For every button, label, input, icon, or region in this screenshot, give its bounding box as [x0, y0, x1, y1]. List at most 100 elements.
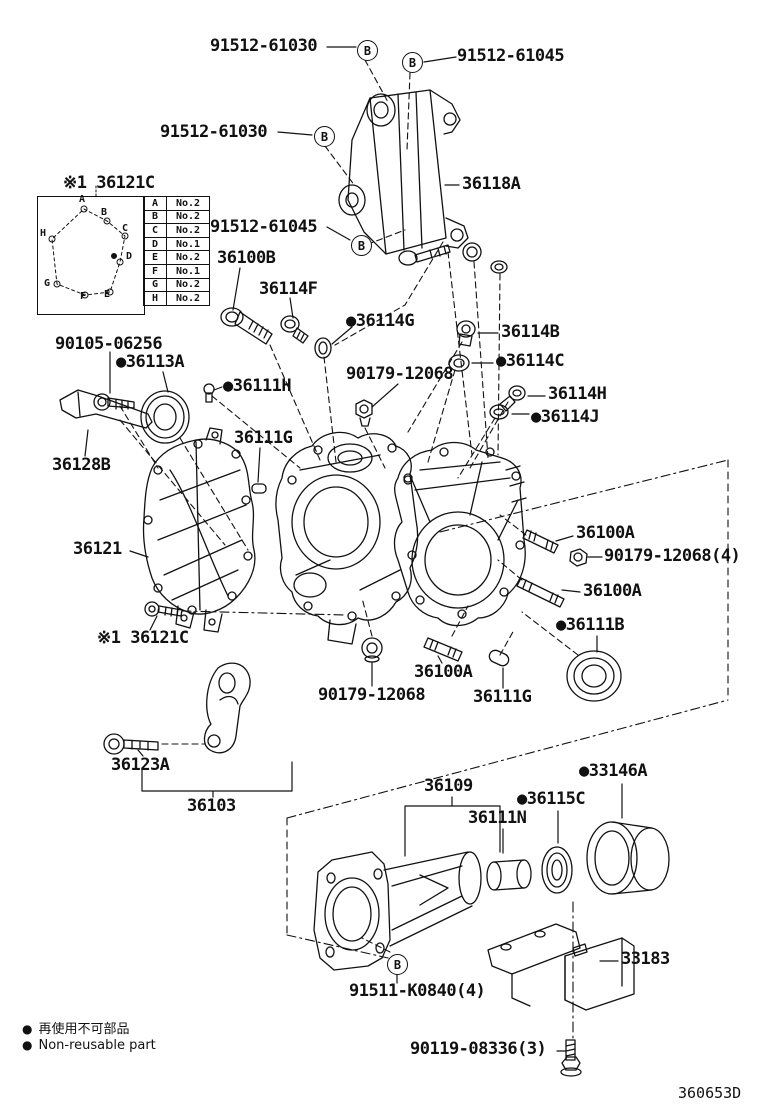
part-label-36111g: 36111G	[473, 687, 532, 707]
legend-pos: H	[143, 291, 167, 306]
part-36114j-washer-drawing	[489, 404, 509, 420]
part-36111g-pin-top-drawing	[251, 483, 267, 494]
legend-pos: F	[143, 263, 167, 279]
part-label-90119-08336-3: 90119-08336(3)	[410, 1039, 547, 1059]
footnote-jp-text: 再使用不可部品	[38, 1022, 130, 1037]
legend-value: No.2	[166, 223, 210, 238]
part-label-90179-12068: 90179-12068	[346, 364, 454, 384]
connector-b-symbol: B	[357, 40, 378, 61]
legend-value: No.2	[166, 209, 210, 225]
legend-pos: E	[143, 250, 167, 265]
connector-b-symbol: B	[402, 52, 423, 73]
part-36114c-washer-drawing	[448, 354, 470, 372]
legend-value: No.2	[166, 250, 210, 265]
bolt-map-point-a: A	[79, 194, 86, 205]
legend-value: No.1	[166, 236, 210, 252]
assembly-boundary-lines	[181, 459, 729, 1039]
part-36111n-sleeve-drawing	[486, 859, 532, 891]
part-label-36114f: 36114F	[259, 279, 318, 299]
part-label-36100a: 36100A	[583, 581, 642, 601]
part-33183-bracket-drawing	[487, 923, 635, 1011]
part-label-90179-12068-4: 90179-12068(4)	[604, 546, 741, 566]
part-label-36111n: 36111N	[468, 808, 527, 828]
part-36113a-seal-drawing	[140, 390, 190, 444]
bolt-map-title: ※1 36121C	[63, 173, 155, 193]
part-label-33146a: ●33146A	[579, 761, 648, 781]
part-label-36100b: 36100B	[217, 248, 276, 268]
legend-pos: G	[143, 277, 167, 293]
part-label-36121: 36121	[73, 539, 122, 559]
part-label-36100a: 36100A	[576, 523, 635, 543]
connector-b-symbol: B	[314, 126, 335, 147]
legend-pos: C	[143, 223, 167, 238]
connector-b-symbol: B	[387, 954, 408, 975]
part-label-36114c: ●36114C	[496, 351, 565, 371]
part-label-36115c: ●36115C	[517, 789, 586, 809]
bolt-map-point-e: E	[104, 289, 111, 300]
part-label-36114h: 36114H	[548, 384, 607, 404]
dashed-install-lines	[119, 59, 579, 953]
part-label-36128b: 36128B	[52, 455, 111, 475]
part-label-36100a: 36100A	[414, 662, 473, 682]
part-36111h-plug-drawing	[203, 383, 215, 403]
part-label-91512-61045: 91512-61045	[457, 46, 565, 66]
part-right-housing-drawing	[393, 441, 527, 627]
part-label-36118a: 36118A	[462, 174, 521, 194]
part-90179-sensor-top-drawing	[355, 399, 373, 427]
leader-lines	[84, 46, 623, 1052]
footnote-jp: ● 再使用不可部品	[22, 1018, 130, 1037]
part-label-90105-06256: 90105-06256	[55, 334, 163, 354]
bolt-map-point-g: G	[44, 278, 51, 289]
non-reusable-bullet-icon: ●	[22, 1038, 33, 1052]
part-label-36111h: ●36111H	[223, 376, 292, 396]
bolt-map-point-b: B	[101, 207, 108, 218]
bolt-map-point-h: H	[40, 228, 47, 239]
legend-pos: D	[143, 236, 167, 252]
part-36118a-bracket-drawing	[338, 89, 469, 255]
figure-code: 360653D	[678, 1084, 742, 1102]
part-90119-bolt-drawing	[560, 1039, 582, 1077]
part-label-36111b: ●36111B	[556, 615, 625, 635]
part-center-housing-drawing	[275, 431, 419, 645]
part-label-91512-61030: 91512-61030	[160, 122, 268, 142]
part-36114g-washer-drawing	[314, 337, 332, 359]
bolt-map-point-f: F	[80, 291, 87, 302]
legend-pos: A	[143, 196, 167, 211]
part-36121-cover-drawing	[142, 427, 256, 633]
part-36100b-bolt-drawing	[220, 307, 273, 345]
part-label-36114j: ●36114J	[531, 407, 600, 427]
footnote-en-text: Non-reusable part	[38, 1038, 156, 1053]
part-36111g-pin-bottom-drawing	[488, 649, 510, 667]
bolt-map-point-c: C	[122, 223, 129, 234]
connector-b-symbol: B	[351, 235, 372, 256]
legend-value: No.2	[166, 277, 210, 293]
part-label-36123a: 36123A	[111, 755, 170, 775]
part-36100a-stud2-drawing	[516, 577, 565, 608]
part-label-36121c: ※1 36121C	[97, 628, 189, 648]
part-36103-arm-drawing	[203, 662, 251, 754]
part-33146a-ring-drawing	[586, 821, 670, 895]
part-36114f-bolt-drawing	[280, 315, 309, 344]
part-label-91511-k0840-4: 91511-K0840(4)	[349, 981, 486, 1001]
part-36128b-lever-drawing	[59, 389, 153, 429]
part-36109-extension-housing-drawing	[313, 851, 482, 971]
part-label-91512-61030: 91512-61030	[210, 36, 318, 56]
part-label-90179-12068: 90179-12068	[318, 685, 426, 705]
part-36123a-bolt-drawing	[103, 733, 159, 755]
non-reusable-bullet-icon: ●	[22, 1022, 33, 1036]
part-90179-nut-right-drawing	[569, 548, 588, 567]
part-36114h-bolt-drawing	[499, 385, 526, 412]
part-label-36111g: 36111G	[234, 428, 293, 448]
part-label-91512-61045: 91512-61045	[210, 217, 318, 237]
part-label-36114b: 36114B	[501, 322, 560, 342]
part-label-36109: 36109	[424, 776, 473, 796]
